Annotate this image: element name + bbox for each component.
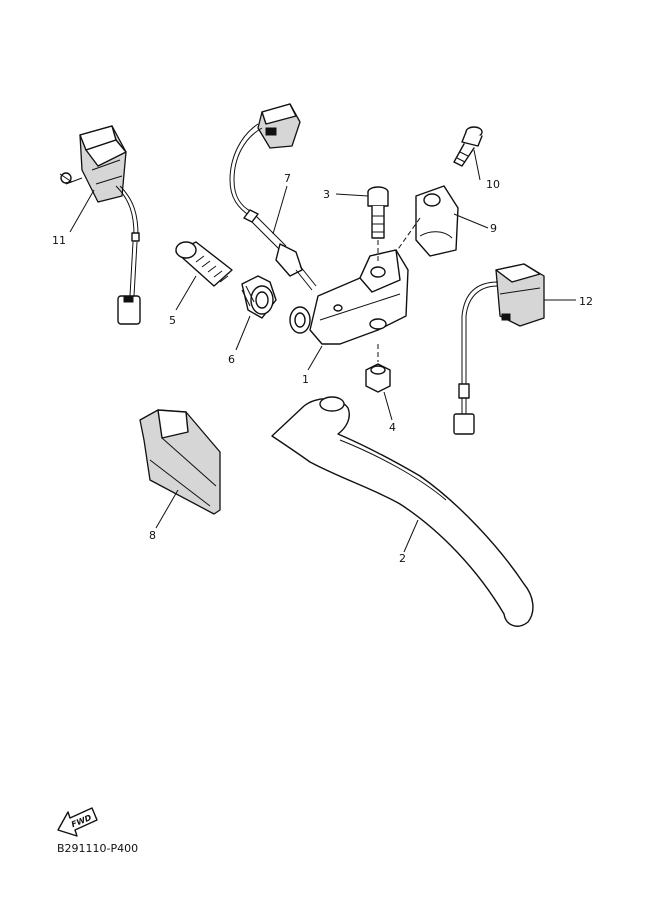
callout-12: 12 — [579, 295, 593, 308]
part-10-screw — [453, 126, 483, 167]
leader-1 — [307, 345, 323, 371]
callout-1: 1 — [302, 373, 309, 386]
part-6-locknut — [241, 275, 277, 319]
part-12-switch-assembly — [453, 263, 545, 435]
leader-2 — [403, 519, 419, 553]
callout-9: 9 — [490, 222, 497, 235]
callout-3: 3 — [323, 188, 330, 201]
leader-7 — [272, 185, 288, 235]
callout-4: 4 — [389, 421, 396, 434]
leader-3 — [335, 193, 369, 197]
part-7-clutch-switch — [229, 103, 317, 291]
leader-4 — [383, 391, 393, 421]
callout-11: 11 — [52, 234, 66, 247]
diagram-code: B291110-P400 — [57, 842, 139, 855]
callout-2: 2 — [399, 552, 406, 565]
callout-6: 6 — [228, 353, 235, 366]
part-5-adjuster-bolt — [175, 241, 233, 287]
leader-9 — [453, 213, 489, 229]
fwd-arrow-icon: FWD — [57, 807, 98, 837]
part-11-switch-assembly — [59, 125, 141, 325]
callout-10: 10 — [486, 178, 500, 191]
callout-5: 5 — [169, 314, 176, 327]
leader-10 — [473, 149, 481, 181]
part-9-holder-clamp — [395, 185, 459, 257]
leader-6 — [235, 315, 251, 351]
leader-11 — [69, 189, 95, 233]
part-8-lever-guard — [139, 409, 221, 515]
part-3-pivot-bolt — [367, 186, 389, 239]
callout-8: 8 — [149, 529, 156, 542]
part-1-lever-bracket — [289, 249, 409, 345]
part-4-nut — [365, 363, 391, 393]
leader-5 — [175, 275, 197, 311]
part-2-clutch-lever — [271, 396, 534, 627]
leader-8 — [155, 489, 179, 529]
callout-7: 7 — [284, 172, 291, 185]
